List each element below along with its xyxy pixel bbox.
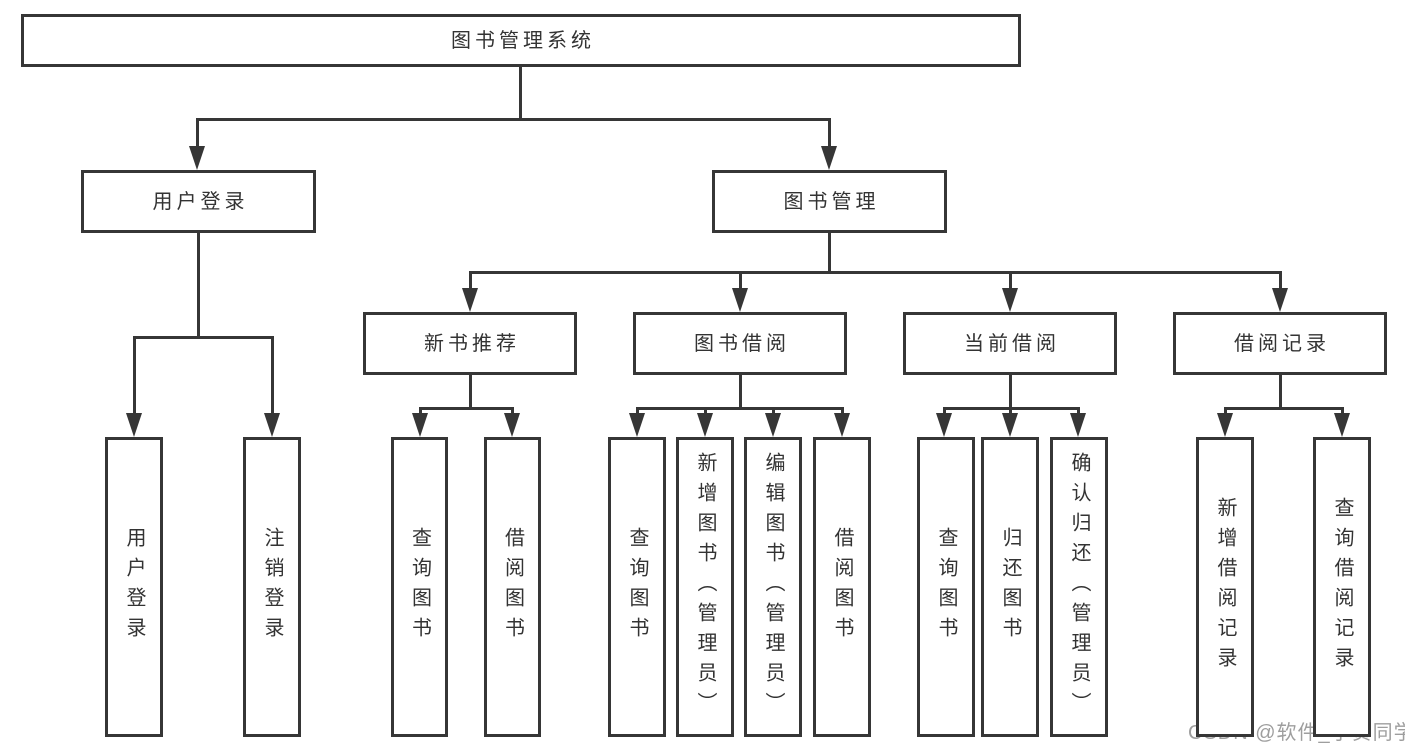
- node-borrowing-records: 借阅记录: [1173, 312, 1387, 375]
- arrowhead-down-icon: [462, 288, 478, 312]
- edge-stem-system: [519, 67, 522, 121]
- arrowhead-down-icon: [1272, 288, 1288, 312]
- arrowhead-down-icon: [629, 413, 645, 437]
- edge-drop-book-borrowing: [772, 407, 775, 417]
- edge-stem-user-login: [197, 233, 200, 339]
- arrowhead-down-icon: [126, 413, 142, 437]
- arrowhead-down-icon: [732, 288, 748, 312]
- node-edit-book-admin: 编辑图书（管理员）: [744, 437, 802, 737]
- edge-drop-system: [196, 118, 199, 150]
- edge-stem-book-management: [828, 233, 831, 274]
- node-user-login: 用户登录: [81, 170, 316, 233]
- edge-junction-user-login: [133, 336, 274, 339]
- edge-junction-book-management: [469, 271, 1282, 274]
- node-confirm-return-admin: 确认归还（管理员）: [1050, 437, 1108, 737]
- edge-stem-borrowing-records: [1279, 375, 1282, 410]
- node-borrow-book-recommend: 借阅图书: [484, 437, 541, 737]
- node-query-borrow-record: 查询借阅记录: [1313, 437, 1371, 737]
- arrowhead-down-icon: [765, 413, 781, 437]
- edge-junction-system: [196, 118, 831, 121]
- edge-drop-book-management: [469, 271, 472, 292]
- node-login-action: 用户登录: [105, 437, 163, 737]
- edge-drop-current-borrowing: [1077, 407, 1080, 417]
- node-book-management: 图书管理: [712, 170, 947, 233]
- arrowhead-down-icon: [1070, 413, 1086, 437]
- arrowhead-down-icon: [1217, 413, 1233, 437]
- node-system: 图书管理系统: [21, 14, 1021, 67]
- arrowhead-down-icon: [821, 146, 837, 170]
- arrowhead-down-icon: [1334, 413, 1350, 437]
- edge-drop-user-login: [271, 336, 274, 417]
- node-add-book-admin: 新增图书（管理员）: [676, 437, 734, 737]
- edge-drop-book-management: [739, 271, 742, 292]
- edge-drop-user-login: [133, 336, 136, 417]
- arrowhead-down-icon: [1002, 288, 1018, 312]
- edge-drop-book-borrowing: [704, 407, 707, 417]
- edge-drop-new-book-recommend: [511, 407, 514, 417]
- node-return-book: 归还图书: [981, 437, 1039, 737]
- node-new-book-recommend: 新书推荐: [363, 312, 577, 375]
- edge-drop-book-management: [1009, 271, 1012, 292]
- arrowhead-down-icon: [264, 413, 280, 437]
- node-add-borrow-record: 新增借阅记录: [1196, 437, 1254, 737]
- node-book-borrowing: 图书借阅: [633, 312, 847, 375]
- edge-drop-system: [828, 118, 831, 150]
- edge-drop-book-management: [1279, 271, 1282, 292]
- edge-drop-borrowing-records: [1341, 407, 1344, 417]
- edge-drop-book-borrowing: [636, 407, 639, 417]
- edge-drop-book-borrowing: [841, 407, 844, 417]
- arrowhead-down-icon: [504, 413, 520, 437]
- node-logout-action: 注销登录: [243, 437, 301, 737]
- edge-stem-new-book-recommend: [469, 375, 472, 410]
- edge-stem-current-borrowing: [1009, 375, 1012, 410]
- node-query-book-borrowing: 查询图书: [608, 437, 666, 737]
- edge-junction-borrowing-records: [1224, 407, 1344, 410]
- edge-junction-new-book-recommend: [419, 407, 514, 410]
- arrowhead-down-icon: [1002, 413, 1018, 437]
- arrowhead-down-icon: [936, 413, 952, 437]
- edge-drop-current-borrowing: [1009, 407, 1012, 417]
- node-borrow-book-borrowing: 借阅图书: [813, 437, 871, 737]
- node-query-book-current: 查询图书: [917, 437, 975, 737]
- edge-drop-borrowing-records: [1224, 407, 1227, 417]
- node-query-book-recommend: 查询图书: [391, 437, 448, 737]
- edge-drop-new-book-recommend: [419, 407, 422, 417]
- edge-drop-current-borrowing: [943, 407, 946, 417]
- arrowhead-down-icon: [189, 146, 205, 170]
- edge-junction-book-borrowing: [636, 407, 844, 410]
- arrowhead-down-icon: [834, 413, 850, 437]
- arrowhead-down-icon: [697, 413, 713, 437]
- edge-stem-book-borrowing: [739, 375, 742, 410]
- arrowhead-down-icon: [412, 413, 428, 437]
- node-current-borrowing: 当前借阅: [903, 312, 1117, 375]
